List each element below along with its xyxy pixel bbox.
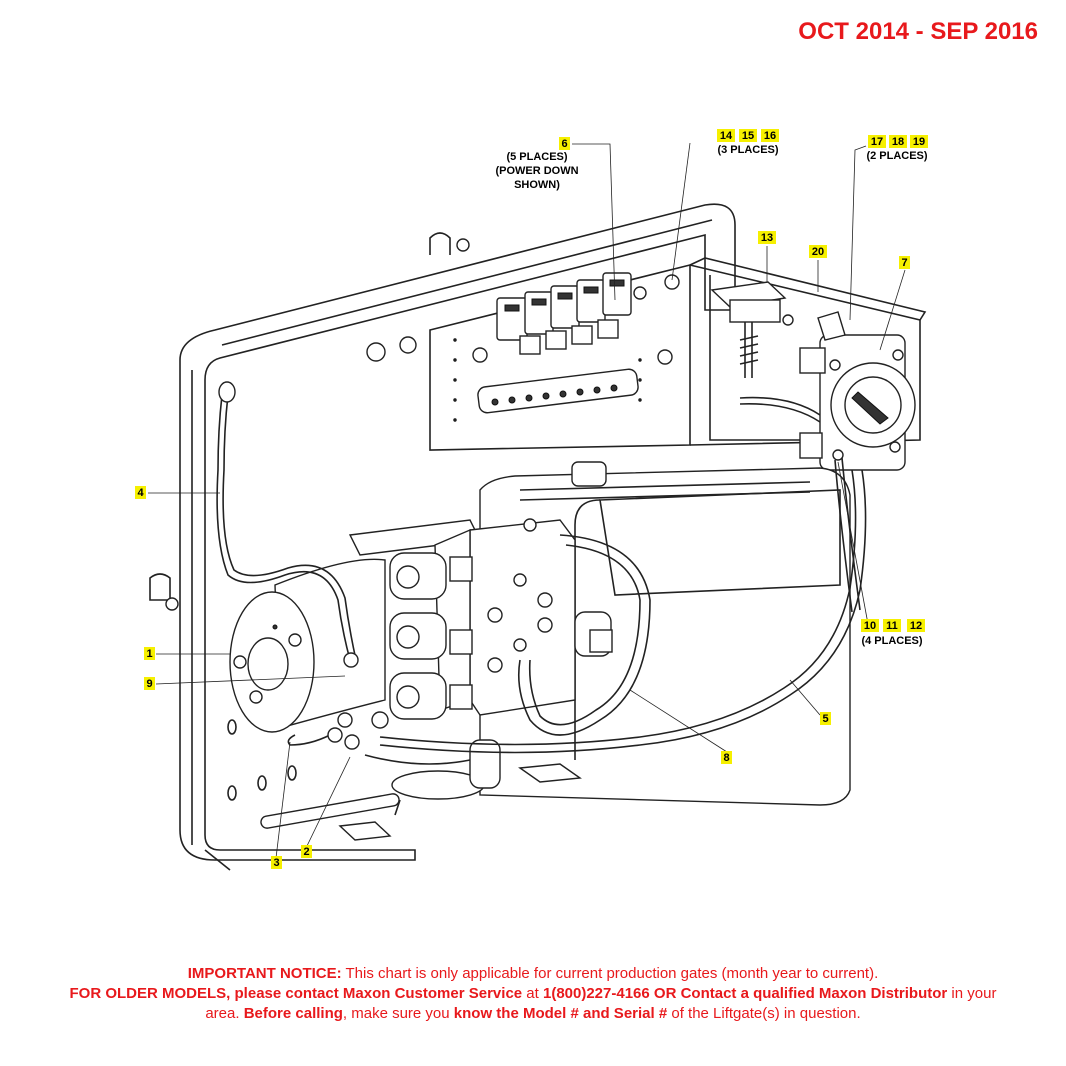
- callout-17: 17: [868, 135, 886, 148]
- callout-8: 8: [721, 751, 732, 764]
- callout-9: 9: [144, 677, 155, 690]
- callout-7: 7: [899, 256, 910, 269]
- callout-14: 14: [717, 129, 735, 142]
- callout-10: 10: [861, 619, 879, 632]
- date-range-title: OCT 2014 - SEP 2016: [798, 18, 1038, 45]
- callout-3: 3: [271, 856, 282, 869]
- svg-text:17: 17: [871, 136, 883, 148]
- note-6-line1: (5 PLACES): [506, 151, 567, 163]
- mounting-plate: [149, 203, 736, 871]
- callout-18: 18: [889, 135, 907, 148]
- callout-13: 13: [758, 231, 776, 244]
- important-notice: IMPORTANT NOTICE: This chart is only app…: [60, 964, 1006, 1024]
- svg-text:13: 13: [761, 232, 773, 244]
- svg-text:15: 15: [742, 130, 754, 142]
- svg-text:12: 12: [910, 620, 922, 632]
- svg-text:14: 14: [720, 130, 733, 142]
- callout-5: 5: [820, 712, 831, 725]
- callout-1: 1: [144, 647, 155, 660]
- battery-disconnect-switch: [799, 311, 916, 471]
- svg-text:3: 3: [273, 857, 279, 869]
- callout-20: 20: [809, 245, 827, 258]
- callout-11: 11: [883, 619, 901, 632]
- svg-text:2: 2: [303, 846, 309, 858]
- svg-text:5: 5: [822, 713, 828, 725]
- svg-text:20: 20: [812, 246, 824, 258]
- hoses-and-cables: [216, 381, 867, 765]
- svg-text:16: 16: [764, 130, 776, 142]
- svg-text:8: 8: [723, 752, 729, 764]
- callout-4: 4: [135, 486, 146, 499]
- svg-text:10: 10: [864, 620, 876, 632]
- note-6-line2: (POWER DOWN: [495, 165, 578, 177]
- svg-text:18: 18: [892, 136, 904, 148]
- circuit-breaker: [710, 281, 794, 378]
- svg-text:4: 4: [137, 487, 144, 499]
- solenoid-relay-bank: [496, 272, 632, 355]
- callout-2: 2: [301, 845, 312, 858]
- callout-6: 6: [559, 137, 570, 150]
- svg-text:9: 9: [146, 678, 152, 690]
- callout-12: 12: [907, 619, 925, 632]
- note-6-line3: SHOWN): [514, 179, 560, 191]
- electric-motor: [229, 519, 482, 733]
- notice-line-2: FOR OLDER MODELS, please contact Maxon C…: [69, 985, 997, 1022]
- electrical-panel: [366, 257, 927, 471]
- callout-16: 16: [761, 129, 779, 142]
- svg-text:11: 11: [886, 620, 898, 632]
- svg-text:19: 19: [913, 136, 925, 148]
- note-14-16: (3 PLACES): [717, 144, 778, 156]
- leader-lines: [148, 142, 906, 859]
- notice-line-1: IMPORTANT NOTICE: This chart is only app…: [187, 965, 879, 982]
- callout-19: 19: [910, 135, 928, 148]
- callout-15: 15: [739, 129, 757, 142]
- svg-text:7: 7: [901, 257, 907, 269]
- hydraulic-power-unit-diagram: 6 (5 PLACES) (POWER DOWN SHOWN) 14 15 16…: [135, 129, 928, 871]
- note-17-19: (2 PLACES): [866, 150, 927, 162]
- valve-manifold: [389, 518, 613, 720]
- svg-text:6: 6: [561, 138, 567, 150]
- svg-text:1: 1: [146, 648, 152, 660]
- note-10-12: (4 PLACES): [861, 635, 922, 647]
